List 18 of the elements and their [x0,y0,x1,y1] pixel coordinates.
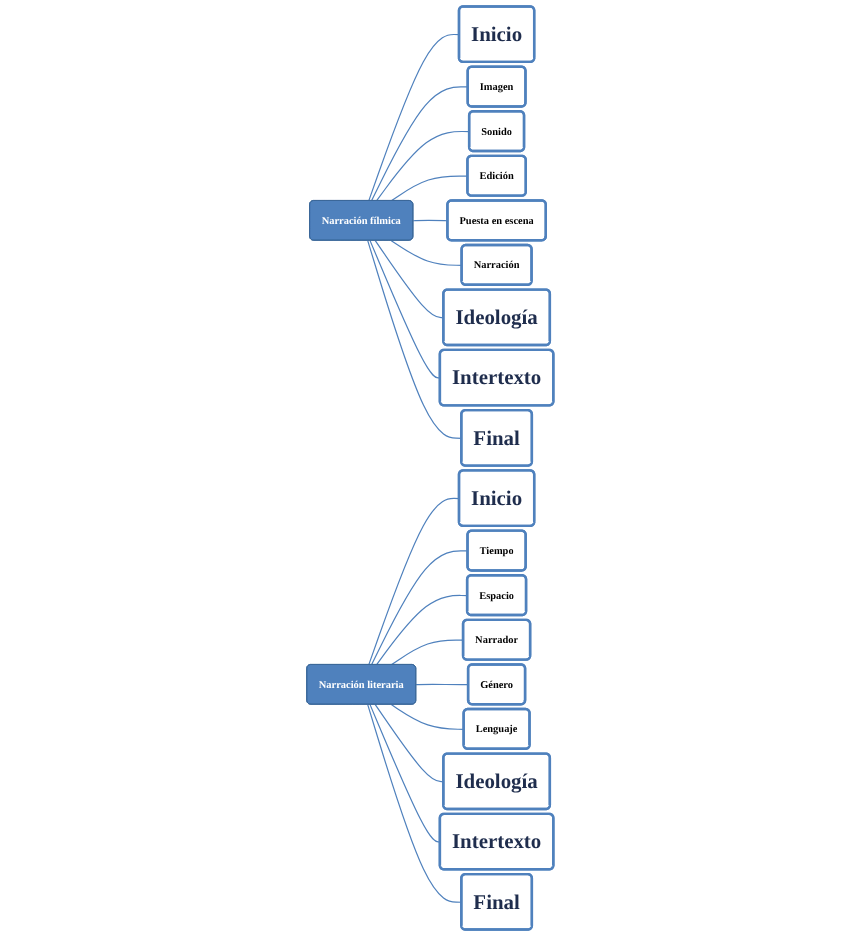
connector [367,240,463,439]
connector [390,704,465,730]
connector [370,550,469,666]
connector [369,240,441,379]
connector [390,240,463,266]
connector [375,594,469,666]
connector [374,240,445,319]
connector [375,130,471,202]
connector [374,704,445,783]
connector [369,704,441,843]
connector [370,86,469,202]
connector [412,219,449,222]
connector [367,704,463,903]
connector [390,175,469,202]
connector [415,683,470,686]
connector [368,33,460,202]
connector [368,497,460,666]
connector [390,639,465,666]
